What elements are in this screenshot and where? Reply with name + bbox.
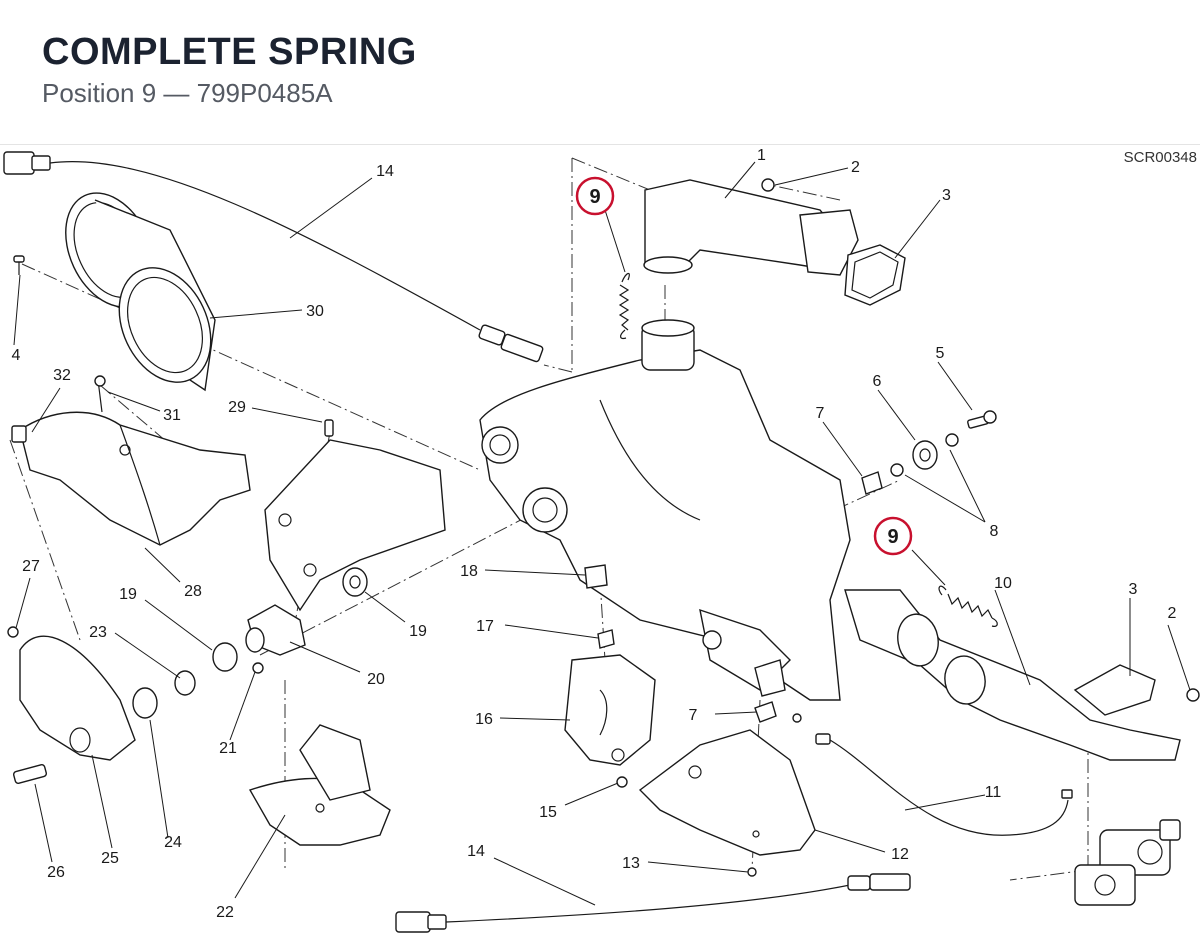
callout-labels: 1 2 3 4 5 6 7 8 10 3 2 14 30 32 31 29 28… xyxy=(12,147,1177,921)
part-1-exhaust-pipe[interactable] xyxy=(643,179,859,276)
leader-lines xyxy=(13,161,1191,906)
exhaust-valve-actuator[interactable] xyxy=(1074,819,1181,906)
callout-26: 26 xyxy=(47,864,65,881)
callout-25: 25 xyxy=(101,850,119,867)
callout-20: 20 xyxy=(367,671,385,688)
highlight-label-lower: 9 xyxy=(887,526,898,548)
callout-6: 6 xyxy=(873,373,882,390)
part-5-6-7-8-fasteners[interactable] xyxy=(861,410,997,495)
part-14-upper-sensor-cable[interactable] xyxy=(3,151,544,363)
callout-22: 22 xyxy=(216,904,234,921)
part-15-16-17-18-shield[interactable] xyxy=(564,564,656,788)
callout-11: 11 xyxy=(985,784,1002,801)
callout-17: 17 xyxy=(476,618,494,635)
part-28-heat-shield[interactable] xyxy=(11,411,251,546)
part-22-lower-shield[interactable] xyxy=(248,724,391,846)
page-header: COMPLETE SPRING Position 9 — 799P0485A xyxy=(42,30,417,108)
callout-7-right: 7 xyxy=(816,405,825,422)
callout-15: 15 xyxy=(539,804,557,821)
part-25-26-27-guard[interactable] xyxy=(7,626,136,784)
callout-19-left: 19 xyxy=(119,586,137,603)
callout-31: 31 xyxy=(163,407,181,424)
callout-14-upper: 14 xyxy=(376,163,394,180)
spring-9-upper[interactable] xyxy=(618,272,630,340)
callout-16: 16 xyxy=(475,711,493,728)
callout-2-lower: 2 xyxy=(1168,605,1177,622)
callout-27: 27 xyxy=(22,558,40,575)
part-3-gasket-upper[interactable] xyxy=(844,244,906,306)
callout-12: 12 xyxy=(891,846,909,863)
callout-1: 1 xyxy=(757,147,766,164)
callout-2-upper: 2 xyxy=(851,159,860,176)
callout-24: 24 xyxy=(164,834,182,851)
reference-code: SCR00348 xyxy=(1124,149,1197,166)
part-10-lower-pipe[interactable] xyxy=(844,589,1181,761)
callout-3-lower: 3 xyxy=(1129,581,1138,598)
part-30-end-caps[interactable] xyxy=(48,179,228,397)
muffler-body[interactable] xyxy=(479,319,851,701)
highlight-marker-upper[interactable]: 9 xyxy=(575,176,615,216)
part-31-32-fasteners[interactable] xyxy=(94,375,106,413)
callout-13: 13 xyxy=(622,855,640,872)
callout-10: 10 xyxy=(994,575,1012,592)
callout-7-lower: 7 xyxy=(689,707,698,724)
part-4-screw[interactable] xyxy=(13,255,25,275)
callout-32: 32 xyxy=(53,367,71,384)
callout-21: 21 xyxy=(219,740,237,757)
part-29-bracket[interactable] xyxy=(264,419,446,612)
part-19-20-23-24-mounts[interactable] xyxy=(132,567,368,719)
part-12-13-shield[interactable] xyxy=(638,659,816,877)
callout-29: 29 xyxy=(228,399,246,416)
page-subtitle: Position 9 — 799P0485A xyxy=(42,78,333,108)
highlight-marker-lower[interactable]: 9 xyxy=(873,516,913,556)
part-2-nut-upper[interactable] xyxy=(761,178,775,192)
highlight-label-upper: 9 xyxy=(589,186,600,208)
callout-14-lower: 14 xyxy=(467,843,485,860)
header-divider xyxy=(0,144,1200,145)
part-11-sensor-cable[interactable] xyxy=(792,713,1073,836)
callout-23: 23 xyxy=(89,624,107,641)
callout-28: 28 xyxy=(184,583,202,600)
callout-5: 5 xyxy=(936,345,945,362)
callout-19-right: 19 xyxy=(409,623,427,640)
part-14-lower-sensor-cable[interactable] xyxy=(395,873,911,933)
callout-4: 4 xyxy=(12,347,21,364)
page-title: COMPLETE SPRING xyxy=(42,31,417,73)
part-3-gasket-lower[interactable] xyxy=(1073,664,1200,716)
callout-8: 8 xyxy=(990,523,999,540)
callout-18: 18 xyxy=(460,563,478,580)
spring-9-lower[interactable] xyxy=(938,585,998,627)
callout-3-upper: 3 xyxy=(942,187,951,204)
callout-30: 30 xyxy=(306,303,324,320)
